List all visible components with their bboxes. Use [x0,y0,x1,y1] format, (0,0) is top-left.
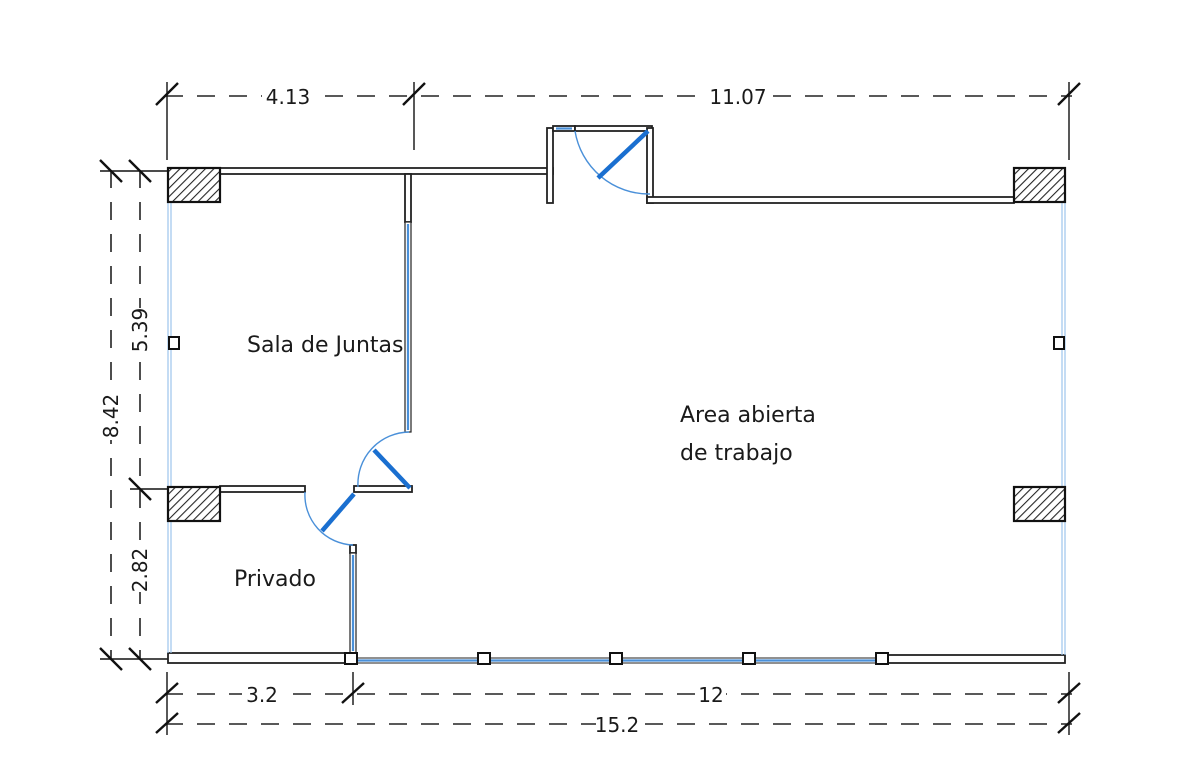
dimension-bottom-total: 15.2 [595,713,640,737]
post [344,652,358,665]
wall-partition-stub [404,173,412,223]
dimension-left-total: 8.42 [99,394,123,439]
dimension-top-left: 4.13 [266,85,311,109]
dimension-bottom-right: 12 [698,683,723,707]
dimension-top-right: 11.07 [709,85,766,109]
post [875,652,889,665]
column-top-left [166,166,222,204]
wall-interior-divider [219,485,306,493]
post [609,652,623,665]
wall-bottom-right [886,654,1066,664]
wall-bottom-left [167,652,349,664]
wall-door-jamb [349,544,357,554]
glass-partitions [167,202,1066,664]
wall-vestibule-left [546,127,554,204]
column-mid-left [166,485,222,523]
posts [168,336,1065,665]
left-dimension-line: 5.39 2.82 8.42 [99,159,168,671]
room-label-meeting: Sala de Juntas [247,333,403,358]
dimension-left-upper: 5.39 [128,308,152,353]
post [168,336,180,350]
post [742,652,756,665]
dimension-bottom-left: 3.2 [246,683,278,707]
door-meeting-room [357,431,412,490]
door-entrance [574,129,651,195]
wall-vestibule-right [646,127,654,204]
column-mid-right [1012,485,1067,523]
door-private-office [304,491,356,546]
columns [166,166,1067,523]
top-dimension-line: 4.13 11.07 [155,82,1081,160]
room-label-open-area-line2: de trabajo [680,441,793,466]
bottom-dimension-line: 3.2 12 15.2 [155,672,1081,737]
dimension-left-lower: 2.82 [128,548,152,593]
wall-top-left [219,167,554,175]
wall-vestibule-top-right [574,125,653,132]
room-label-private: Privado [234,567,316,592]
column-top-right [1012,166,1067,204]
post [1053,336,1065,350]
post [477,652,491,665]
wall-interior-divider-right [353,485,413,493]
wall-top-right [646,196,1015,204]
room-label-open-area: Area abierta [680,403,816,428]
